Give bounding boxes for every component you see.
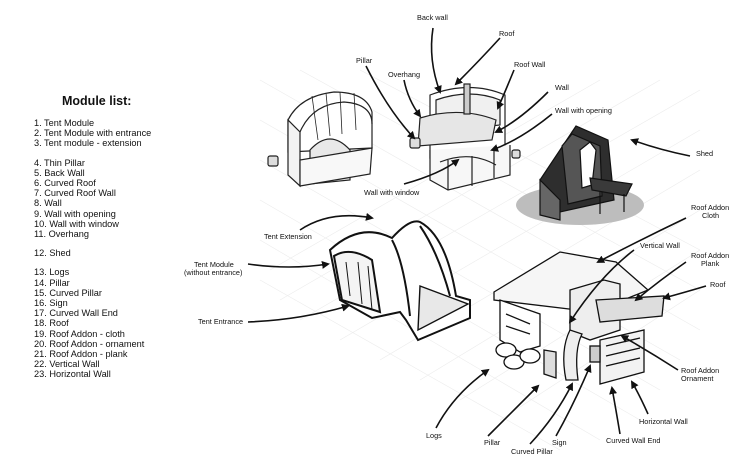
- label-pillar-bottom: Pillar: [484, 438, 501, 447]
- shed-illustration: [516, 125, 644, 225]
- label-pillar-top: Pillar: [356, 56, 373, 65]
- arrow-vertical-wall: [568, 249, 635, 324]
- module-list-item: 19. Roof Addon - cloth: [34, 328, 125, 339]
- module-list-item: 13. Logs: [34, 267, 70, 278]
- arrow-roof-top: [454, 37, 501, 86]
- callout-arrows: [247, 27, 707, 445]
- tent-with-entrance-illustration: [267, 91, 373, 188]
- label-overhang: Overhang: [388, 70, 420, 79]
- label-tent-module-line2: (without entrance): [184, 268, 242, 277]
- arrow-wall-with-opening: [490, 113, 553, 152]
- label-roof-addon-cloth-line2: Cloth: [702, 211, 719, 220]
- arrow-roof-right: [662, 285, 707, 301]
- module-list-item: 20. Roof Addon - ornament: [34, 338, 145, 349]
- module-list-item: 12. Shed: [34, 248, 71, 259]
- arrow-tent-module: [247, 260, 330, 269]
- label-tent-entrance: Tent Entrance: [198, 317, 243, 326]
- module-list-item: 23. Horizontal Wall: [34, 369, 111, 380]
- label-roof-addon-plank-line2: Plank: [701, 259, 720, 268]
- arrow-roof-addon-cloth: [596, 217, 687, 263]
- arrow-wall-with-window: [403, 158, 460, 185]
- label-tent-module-line1: Tent Module: [194, 260, 234, 269]
- module-list-item: 6. Curved Roof: [34, 178, 96, 189]
- arrow-back-wall: [430, 27, 442, 94]
- module-list-item: 10. Wall with window: [34, 218, 119, 229]
- arrow-pillar-top: [365, 65, 416, 140]
- module-list-item: 3. Tent module - extension: [34, 138, 142, 149]
- module-list-item: 8. Wall: [34, 198, 62, 209]
- module-list-item: 21. Roof Addon - plank: [34, 349, 128, 360]
- arrow-wall: [494, 91, 549, 133]
- arrow-curved-pillar: [529, 382, 573, 445]
- module-list-item: 22. Vertical Wall: [34, 359, 100, 370]
- label-back-wall: Back wall: [417, 13, 448, 22]
- label-roof-wall: Roof Wall: [514, 60, 546, 69]
- label-roof-top: Roof: [499, 29, 515, 38]
- arrow-tent-entrance: [247, 303, 350, 323]
- arrow-overhang: [403, 79, 422, 118]
- module-list-item: 17. Curved Wall End: [34, 308, 118, 319]
- module-list-item: 5. Back Wall: [34, 167, 85, 178]
- label-logs: Logs: [426, 431, 442, 440]
- arrow-tent-extension: [299, 212, 374, 231]
- module-list-item: 1. Tent Module: [34, 118, 95, 128]
- label-vertical-wall: Vertical Wall: [640, 241, 680, 250]
- label-tent-extension: Tent Extension: [264, 232, 312, 241]
- label-wall-with-window: Wall with window: [364, 188, 420, 197]
- module-list-item: 16. Sign: [34, 298, 68, 309]
- module-list-item: 4. Thin Pillar: [34, 157, 85, 168]
- tent-module-illustration: [328, 220, 471, 342]
- label-roof-addon-plank-line1: Roof Addon: [691, 251, 729, 260]
- arrow-horizontal-wall: [631, 380, 649, 415]
- module-list-item: 7. Curved Roof Wall: [34, 188, 116, 199]
- arrow-logs: [435, 368, 490, 429]
- module-list-item: 9. Wall with opening: [34, 208, 116, 219]
- label-shed: Shed: [696, 149, 713, 158]
- module-list-title: Module list:: [62, 94, 132, 108]
- label-sign: Sign: [552, 438, 567, 447]
- label-curved-wall-end: Curved Wall End: [606, 436, 660, 445]
- arrow-sign: [555, 364, 592, 437]
- callout-labels: Back wall Roof Pillar Overhang Roof Wall…: [184, 13, 729, 456]
- label-curved-pillar: Curved Pillar: [511, 447, 553, 456]
- module-list-item: 2. Tent Module with entrance: [34, 128, 152, 139]
- arrow-roof-addon-plank: [634, 261, 687, 302]
- label-horizontal-wall: Horizontal Wall: [639, 417, 688, 426]
- module-list-item: 18. Roof: [34, 318, 69, 329]
- label-roof-addon-ornament-line2: Ornament: [681, 374, 713, 383]
- arrow-roof-addon-ornament: [620, 335, 679, 371]
- arrow-curved-wall-end: [609, 386, 621, 435]
- main-building-illustration: [409, 83, 521, 191]
- label-roof-right: Roof: [710, 280, 726, 289]
- label-roof-addon-ornament-line1: Roof Addon: [681, 366, 719, 375]
- label-wall: Wall: [555, 83, 569, 92]
- arrow-pillar-bottom: [487, 384, 540, 437]
- label-roof-addon-cloth-line1: Roof Addon: [691, 203, 729, 212]
- house-illustration: [493, 251, 665, 385]
- module-list-item: 14. Pillar: [34, 277, 70, 288]
- module-list-item: 15. Curved Pillar: [34, 287, 102, 298]
- label-wall-with-opening: Wall with opening: [555, 106, 612, 115]
- arrow-shed: [630, 138, 691, 157]
- arrow-roof-wall: [496, 69, 515, 110]
- module-list-item: 11. Overhang: [34, 229, 89, 240]
